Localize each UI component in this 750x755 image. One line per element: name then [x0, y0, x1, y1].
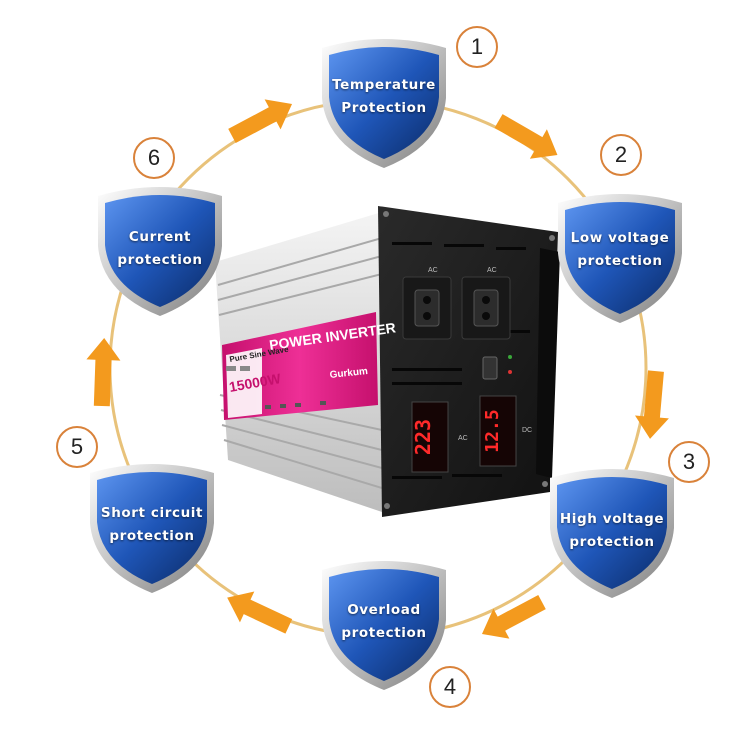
feature-line: Overload: [347, 602, 421, 618]
arrow-icon: [473, 587, 551, 649]
feature-line: Temperature: [332, 77, 436, 93]
brand-logo: Gurkum: [329, 366, 368, 381]
arrow-icon: [223, 89, 301, 151]
feature-label-temperature: Temperature Protection: [309, 74, 459, 120]
step-number-badge: 6: [133, 137, 175, 179]
step-number-badge: 3: [668, 441, 710, 483]
feature-line: protection: [109, 528, 195, 544]
feature-label-low-voltage: Low voltage protection: [545, 227, 695, 273]
dc-voltage-readout: 12.5: [482, 409, 503, 452]
feature-line: protection: [117, 252, 203, 268]
socket-label: AC: [428, 267, 438, 274]
step-number-badge: 1: [456, 26, 498, 68]
step-number-badge: 5: [56, 426, 98, 468]
ac-voltage-display: [411, 401, 449, 473]
power-switch: [482, 356, 498, 380]
step-number-badge: 4: [429, 666, 471, 708]
front-panel: [378, 206, 558, 517]
arrow-icon: [490, 106, 566, 170]
step-number-badge: 2: [600, 134, 642, 176]
feature-line: High voltage: [559, 511, 665, 527]
feature-label-current: Current protection: [85, 226, 235, 272]
arrow-icon: [84, 337, 122, 407]
ac-voltage-readout: 223: [411, 419, 435, 455]
feature-line: Protection: [341, 100, 427, 116]
display-unit: DC: [522, 427, 532, 434]
display-unit: AC: [458, 435, 468, 442]
feature-line: protection: [577, 253, 663, 269]
feature-line: protection: [341, 625, 427, 641]
feature-line: Low voltage: [570, 230, 670, 246]
socket-label: AC: [487, 267, 497, 274]
power-inverter-image: [215, 206, 560, 517]
feature-line: protection: [569, 534, 655, 550]
ac-socket: [402, 276, 452, 340]
ac-socket: [461, 276, 511, 340]
feature-label-overload: Overload protection: [309, 599, 459, 645]
dc-voltage-display: [479, 395, 517, 467]
feature-label-short-circuit: Short circuit protection: [77, 502, 227, 548]
feature-line: Short circuit: [100, 505, 204, 521]
feature-line: Current: [128, 229, 192, 245]
feature-label-high-voltage: High voltage protection: [537, 508, 687, 554]
